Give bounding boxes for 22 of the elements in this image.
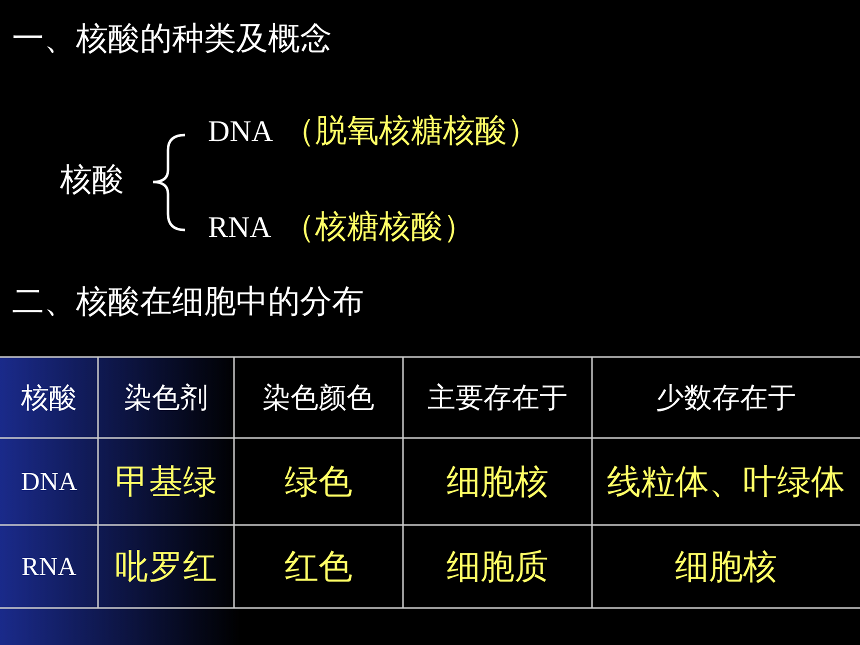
table-cell-text: 线粒体、叶绿体 xyxy=(607,464,845,498)
term-label: DNA xyxy=(208,117,273,147)
row-header: DNA xyxy=(21,468,78,494)
column-header: 核酸 xyxy=(21,384,77,412)
row-header: RNA xyxy=(22,554,76,580)
table-cell-text: 绿色 xyxy=(284,464,352,498)
column-header: 染色颜色 xyxy=(262,384,374,412)
column-header: 染色剂 xyxy=(124,384,208,412)
table-cell-text: 细胞质 xyxy=(446,550,548,584)
column-header: 主要存在于 xyxy=(428,384,568,412)
term-description: （脱氧核糖核酸） xyxy=(283,114,539,146)
term-label: RNA xyxy=(208,213,272,243)
table-cell-text: 吡罗红 xyxy=(115,550,217,584)
section-heading: 二、核酸在细胞中的分布 xyxy=(12,285,364,317)
column-header: 少数存在于 xyxy=(656,384,796,412)
table-cell-text: 细胞核 xyxy=(446,464,548,498)
table-cell-text: 细胞核 xyxy=(675,550,777,584)
table-cell-text: 红色 xyxy=(284,550,352,584)
section-heading: 一、核酸的种类及概念 xyxy=(12,22,332,54)
table-cell-text: 甲基绿 xyxy=(115,464,217,498)
term-description: （核糖核酸） xyxy=(283,210,475,242)
term-label: 核酸 xyxy=(60,163,124,195)
